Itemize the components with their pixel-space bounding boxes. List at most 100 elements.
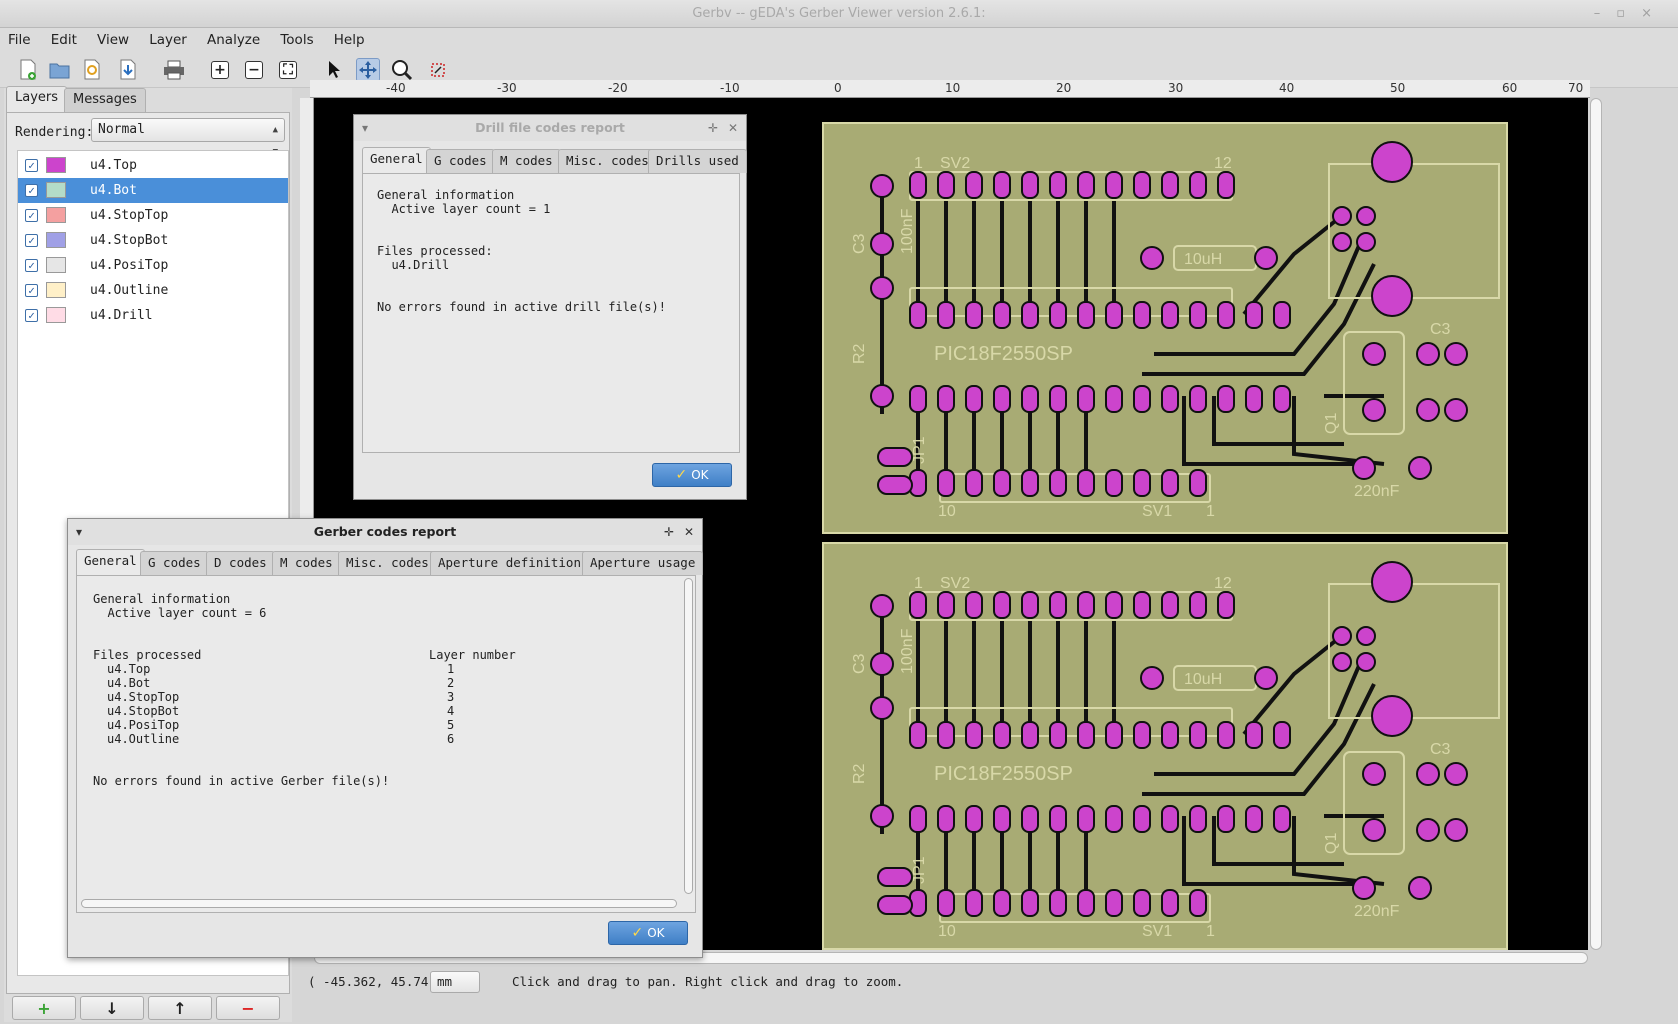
pcb-label: 220nF — [1354, 903, 1400, 920]
text-vertical-scrollbar[interactable] — [684, 578, 693, 894]
pcb-label: C3 — [1430, 321, 1451, 338]
zoom-fit-icon[interactable]: ⛶ — [276, 58, 300, 82]
pcb-board: 1 SV2 12 10 SV1 1 PIC18F2550SP 10uH C3 2… — [822, 542, 1508, 950]
tab-m-codes[interactable]: M codes — [272, 551, 341, 575]
layer-color-swatch[interactable] — [46, 282, 66, 298]
layer-row[interactable]: ✓ u4.StopTop — [18, 203, 288, 228]
dialog-maximize-icon[interactable]: ✛ — [663, 525, 674, 539]
layer-visibility-checkbox[interactable]: ✓ — [25, 259, 38, 272]
layer-row[interactable]: ✓ u4.Drill — [18, 303, 288, 328]
ruler-tick-label: 20 — [1056, 81, 1072, 95]
rendering-select[interactable]: Normal ▲▼ — [91, 118, 285, 157]
ruler-tick-label: 30 — [1168, 81, 1184, 95]
layer-visibility-checkbox[interactable]: ✓ — [25, 234, 38, 247]
layer-row[interactable]: ✓ u4.Top — [18, 153, 288, 178]
tab-aperture-usage[interactable]: Aperture usage — [582, 551, 704, 575]
move-layer-up-button[interactable]: ↑ — [148, 996, 212, 1020]
pcb-label: SV1 — [1142, 923, 1172, 940]
layer-visibility-checkbox[interactable]: ✓ — [25, 159, 38, 172]
layer-color-swatch[interactable] — [46, 257, 66, 273]
zoom-tool-icon[interactable] — [390, 58, 414, 82]
layer-name: u4.Drill — [90, 308, 153, 323]
pcb-label: JP1 — [911, 856, 928, 884]
report-text: General information Active layer count =… — [377, 188, 666, 314]
revert-icon[interactable] — [80, 58, 104, 82]
window-controls[interactable]: –▫× — [1593, 6, 1668, 21]
tab-misc-codes[interactable]: Misc. codes — [558, 149, 657, 173]
layer-name: u4.Outline — [90, 283, 169, 298]
new-project-icon[interactable] — [16, 58, 40, 82]
pcb-label: 12 — [1214, 155, 1232, 172]
remove-layer-button[interactable]: − — [216, 996, 280, 1020]
layer-color-swatch[interactable] — [46, 182, 66, 198]
pcb-artwork: 1 SV2 12 10 SV1 1 PIC18F2550SP 10uH C3 2… — [851, 141, 1500, 520]
save-icon[interactable] — [116, 58, 140, 82]
text-horizontal-scrollbar[interactable] — [81, 899, 677, 908]
layer-visibility-checkbox[interactable]: ✓ — [25, 309, 38, 322]
file-name: u4.PosiTop — [107, 718, 180, 732]
tab-layers[interactable]: Layers — [6, 86, 68, 112]
zoom-out-icon[interactable]: − — [242, 58, 266, 82]
tab-g-codes[interactable]: G codes — [140, 551, 209, 575]
tab-general[interactable]: General — [362, 147, 431, 174]
menu-layer[interactable]: Layer — [149, 32, 187, 48]
measure-tool-icon[interactable] — [426, 58, 450, 82]
vertical-scrollbar[interactable] — [1590, 98, 1602, 950]
layer-visibility-checkbox[interactable]: ✓ — [25, 209, 38, 222]
pcb-label: 12 — [1214, 575, 1232, 592]
move-layer-down-button[interactable]: ↓ — [80, 996, 144, 1020]
add-layer-button[interactable]: + — [12, 996, 76, 1020]
pointer-tool-icon[interactable] — [322, 58, 346, 82]
print-icon[interactable] — [162, 58, 186, 82]
dialog-close-icon[interactable]: ✕ — [727, 121, 738, 135]
tab-m-codes[interactable]: M codes — [492, 149, 561, 173]
open-folder-icon[interactable] — [48, 58, 72, 82]
ruler-tick-label: 0 — [834, 81, 842, 95]
pcb-board: 1 SV2 12 10 SV1 1 PIC18F2550SP 10uH C3 2… — [822, 122, 1508, 534]
layer-visibility-checkbox[interactable]: ✓ — [25, 284, 38, 297]
pcb-label: 10 — [938, 503, 956, 520]
pan-tool-icon[interactable] — [356, 58, 380, 82]
report-text-area[interactable]: General information Active layer count =… — [362, 173, 740, 453]
menu-edit[interactable]: Edit — [50, 32, 77, 48]
layer-color-swatch[interactable] — [46, 207, 66, 223]
layer-row[interactable]: ✓ u4.Outline — [18, 278, 288, 303]
pcb-label: R2 — [851, 763, 868, 784]
pcb-label: 220nF — [1354, 483, 1400, 500]
dialog-close-icon[interactable]: ✕ — [683, 525, 694, 539]
tab-misc-codes[interactable]: Misc. codes — [338, 551, 437, 575]
zoom-in-icon[interactable]: + — [208, 58, 232, 82]
menu-view[interactable]: View — [97, 32, 130, 48]
layer-row[interactable]: ✓ u4.StopBot — [18, 228, 288, 253]
layer-row-selected[interactable]: ✓ u4.Bot — [18, 178, 288, 203]
layer-color-swatch[interactable] — [46, 232, 66, 248]
pcb-label: C3 — [851, 233, 868, 254]
pcb-artwork: 1 SV2 12 10 SV1 1 PIC18F2550SP 10uH C3 2… — [851, 561, 1500, 940]
drill-report-dialog: Drill file codes report ▾ ✛ ✕ General G … — [353, 114, 747, 500]
menu-file[interactable]: File — [8, 32, 31, 48]
unit-select[interactable]: mm — [430, 971, 480, 993]
ok-button[interactable]: ✓ OK — [652, 463, 732, 487]
tab-d-codes[interactable]: D codes — [206, 551, 275, 575]
menu-tools[interactable]: Tools — [280, 32, 314, 48]
tab-drills-used[interactable]: Drills used — [648, 149, 747, 173]
status-hint: Click and drag to pan. Right click and d… — [512, 974, 904, 989]
menu-analyze[interactable]: Analyze — [207, 32, 261, 48]
menu-help[interactable]: Help — [333, 32, 365, 48]
layer-row[interactable]: ✓ u4.PosiTop — [18, 253, 288, 278]
ok-button[interactable]: ✓ OK — [608, 921, 688, 945]
tab-messages[interactable]: Messages — [64, 88, 146, 112]
report-text-area[interactable]: General information Active layer count =… — [76, 575, 696, 913]
layer-visibility-checkbox[interactable]: ✓ — [25, 184, 38, 197]
dialog-menu-icon[interactable]: ▾ — [362, 121, 369, 135]
layer-color-swatch[interactable] — [46, 157, 66, 173]
tab-aperture-definitions[interactable]: Aperture definitions — [430, 551, 597, 575]
file-layer-number: 1 — [447, 662, 455, 676]
layer-name: u4.StopTop — [90, 208, 169, 223]
dialog-menu-icon[interactable]: ▾ — [76, 525, 83, 539]
dialog-maximize-icon[interactable]: ✛ — [707, 121, 718, 135]
tab-g-codes[interactable]: G codes — [426, 149, 495, 173]
layer-color-swatch[interactable] — [46, 307, 66, 323]
tab-general[interactable]: General — [76, 549, 145, 576]
file-name: u4.StopBot — [107, 704, 180, 718]
